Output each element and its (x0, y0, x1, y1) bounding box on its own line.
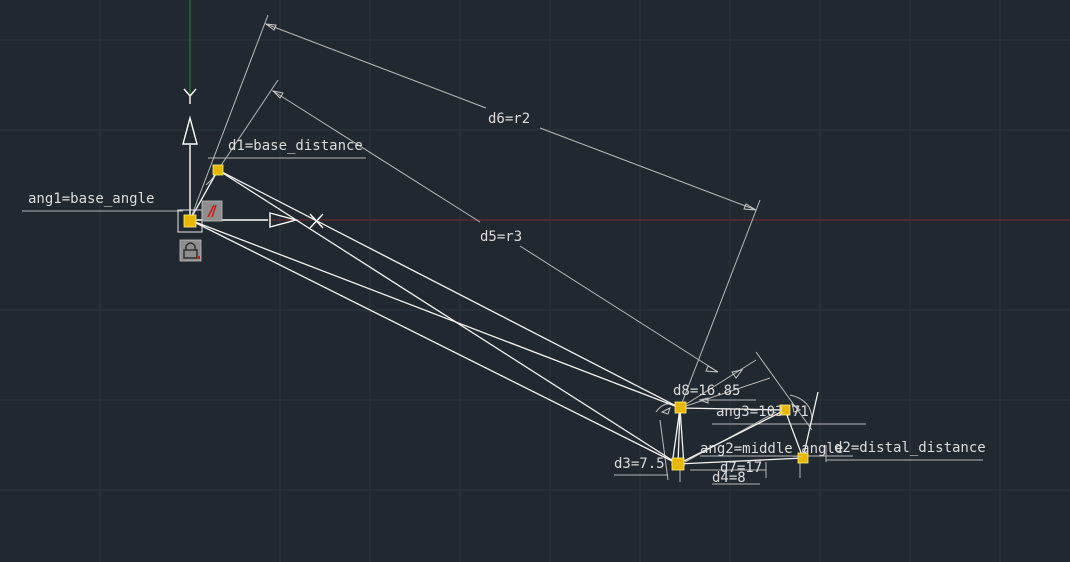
parallel-constraint-icon[interactable] (201, 200, 223, 222)
label-d4[interactable]: d4=8 (712, 470, 746, 486)
ucs-y-glyph (183, 88, 197, 104)
dimension-arrows (264, 23, 802, 415)
label-d2[interactable]: d2=distal_distance (834, 440, 986, 456)
grip-middle-bottom[interactable] (671, 457, 685, 471)
grip-distal-bottom[interactable] (797, 452, 809, 464)
ucs-x-glyph (309, 213, 324, 229)
lock-icon[interactable] (179, 239, 202, 262)
grip-origin[interactable] (183, 214, 197, 228)
label-ang2[interactable]: ang2=middle_angle (700, 441, 843, 457)
label-d1[interactable]: d1=base_distance (228, 138, 363, 154)
label-d8[interactable]: d8=16.85 (673, 383, 740, 399)
grip-points[interactable] (183, 164, 809, 471)
mechanism-geometry (189, 169, 819, 467)
grip-distal-top[interactable] (779, 404, 791, 416)
label-d7[interactable]: d7=17 (720, 460, 762, 476)
grip-middle-top[interactable] (674, 401, 687, 414)
label-d5[interactable]: d5=r3 (480, 229, 522, 245)
label-d3[interactable]: d3=7.5 (614, 456, 665, 472)
grip-base[interactable] (212, 164, 224, 176)
dimension-labels: ang1=base_angle d1=base_distance d6=r2 d… (28, 111, 986, 486)
label-ang1[interactable]: ang1=base_angle (28, 191, 154, 207)
label-ang3[interactable]: ang3=103.71 (716, 404, 809, 420)
label-d6[interactable]: d6=r2 (488, 111, 530, 127)
dimension-geometry (22, 14, 983, 485)
